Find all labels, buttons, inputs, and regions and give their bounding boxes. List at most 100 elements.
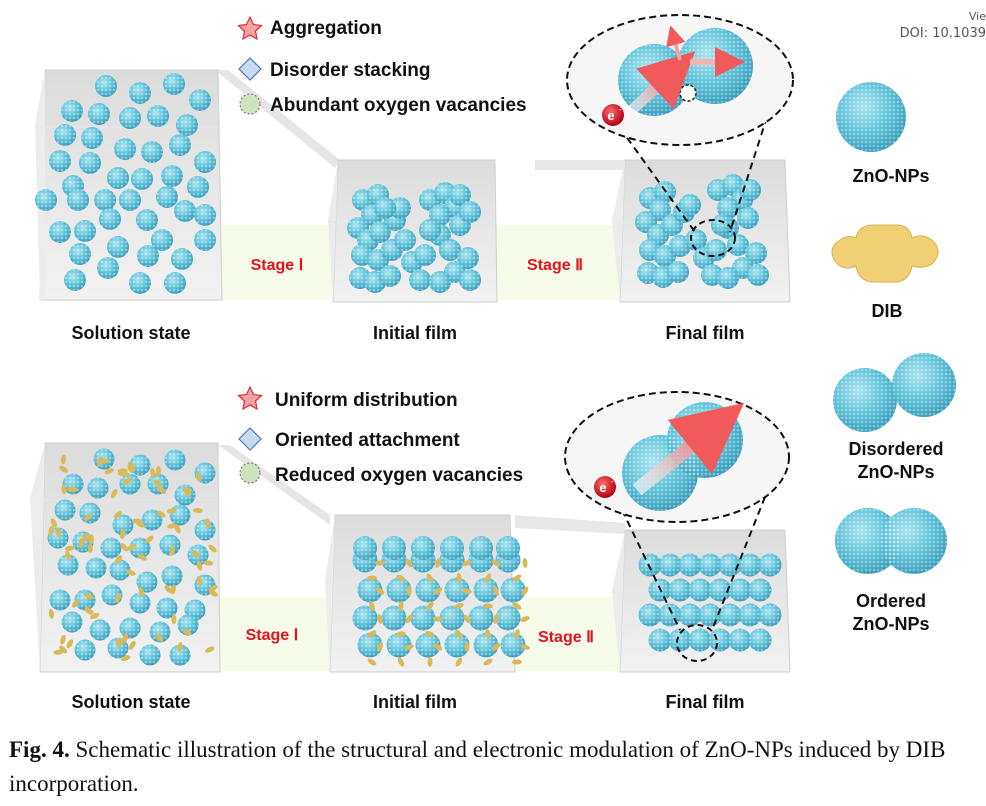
dib-molecule — [454, 603, 464, 609]
dib-molecule — [120, 655, 131, 662]
diamond-icon — [238, 427, 262, 451]
dib-molecule — [208, 544, 217, 553]
dib-molecule — [433, 616, 443, 622]
dib-molecule — [123, 477, 132, 485]
zoom-inset-ordered: e - — [564, 391, 790, 523]
dib-molecule — [396, 574, 406, 582]
zoom-guide-line — [729, 116, 768, 233]
legend-label: Disorder stacking — [270, 60, 431, 81]
dib-molecule — [462, 560, 472, 566]
key-label: Ordered — [856, 591, 926, 611]
dib-molecule — [155, 466, 161, 477]
electron-path-arrow — [628, 51, 696, 115]
schematic-figure: Stage Ⅰ Stage Ⅱ — [30, 14, 956, 712]
solution-box — [30, 442, 221, 673]
dib-molecule — [196, 576, 203, 586]
dib-molecule — [203, 560, 214, 566]
stage-box — [516, 597, 626, 671]
bottom-row: Stage Ⅰ Stage Ⅱ — [30, 385, 791, 712]
dib-molecule — [166, 508, 177, 514]
top-row: Stage Ⅰ Stage Ⅱ — [35, 14, 794, 343]
dib-molecule — [164, 585, 173, 594]
dib-molecule — [153, 479, 162, 488]
legend-label: Oriented attachment — [275, 430, 460, 451]
dib-molecule — [483, 658, 493, 666]
dib-molecule — [514, 629, 520, 639]
zoom-region-marker — [690, 219, 736, 257]
view-online-label[interactable]: Vie — [968, 10, 986, 23]
dib-molecule — [138, 587, 145, 597]
final-film-box — [612, 116, 791, 303]
dib-molecule — [369, 601, 375, 611]
compact-final-nanoparticles — [638, 553, 782, 652]
doi-header: Vie DOI: 10.1039 — [900, 8, 986, 42]
disordered-zno-icon — [833, 353, 956, 432]
dib-molecule — [208, 585, 218, 592]
dib-molecule — [426, 573, 434, 583]
dib-molecule — [521, 586, 529, 596]
dib-molecule — [59, 465, 69, 473]
stage-2-label: Stage Ⅱ — [538, 629, 594, 646]
panel-label-solution: Solution state — [71, 692, 190, 712]
circle-icon — [239, 93, 261, 115]
dib-molecule — [463, 614, 471, 624]
dib-molecule — [405, 614, 413, 624]
dib-molecule — [455, 629, 463, 639]
dib-molecule — [61, 484, 67, 495]
figure-caption: Fig. 4. Schematic illustration of the st… — [9, 733, 984, 801]
dib-molecule — [127, 543, 137, 551]
stage-box — [495, 225, 625, 300]
solution-box — [35, 69, 223, 301]
connector-band — [215, 70, 340, 168]
zno-nanoparticle-icon — [836, 82, 906, 152]
dib-molecule — [89, 612, 100, 620]
dib-molecule — [512, 659, 522, 665]
dib-molecule — [377, 614, 383, 624]
dib-molecule — [183, 487, 191, 498]
dib-molecule — [462, 588, 472, 594]
dib-molecule — [50, 518, 58, 528]
dib-molecule — [104, 468, 115, 475]
dib-molecule — [132, 518, 143, 524]
dib-molecule — [512, 574, 522, 582]
dib-molecule — [398, 601, 404, 611]
key-label: ZnO-NPs — [852, 614, 929, 634]
dib-molecule — [208, 590, 219, 597]
key-label: Disordered — [848, 439, 943, 459]
aggregated-nanoparticles — [347, 182, 481, 293]
dib-molecule — [512, 602, 522, 610]
stage-box — [222, 225, 332, 300]
dib-molecule — [157, 486, 166, 494]
dib-molecule — [84, 592, 94, 600]
zoom-guide-line — [619, 127, 696, 233]
zoom-guide-line — [621, 509, 681, 631]
dib-molecule — [66, 639, 74, 649]
dib-molecule — [64, 545, 75, 551]
dib-molecule — [145, 535, 154, 544]
legend-label: Abundant oxygen vacancies — [270, 95, 527, 116]
dib-molecule — [87, 543, 93, 554]
doi-label[interactable]: DOI: 10.1039 — [899, 26, 986, 41]
dispersed-nanoparticles — [35, 73, 216, 294]
dib-molecule — [427, 657, 433, 667]
dib-molecule — [192, 508, 203, 514]
dib-molecule — [205, 646, 215, 653]
dib-molecule — [375, 587, 385, 595]
dib-molecule — [119, 529, 126, 540]
dib-molecule — [367, 630, 377, 638]
panel-label-initial: Initial film — [373, 692, 457, 712]
dib-molecule — [485, 629, 491, 639]
dib-molecule — [484, 573, 492, 583]
dib-molecule — [116, 637, 122, 648]
dib-molecule — [493, 586, 499, 596]
dib-molecule — [114, 555, 123, 564]
dib-molecule — [171, 614, 177, 625]
dispersed-nanoparticles-with-dib — [47, 448, 219, 666]
connector-band — [515, 515, 625, 534]
dib-molecule — [426, 601, 434, 611]
dib-molecule — [491, 559, 501, 567]
dib-molecule — [405, 558, 413, 568]
panel-label-final: Final film — [665, 692, 744, 712]
dib-molecule — [114, 593, 122, 603]
dib-molecule — [425, 631, 435, 637]
